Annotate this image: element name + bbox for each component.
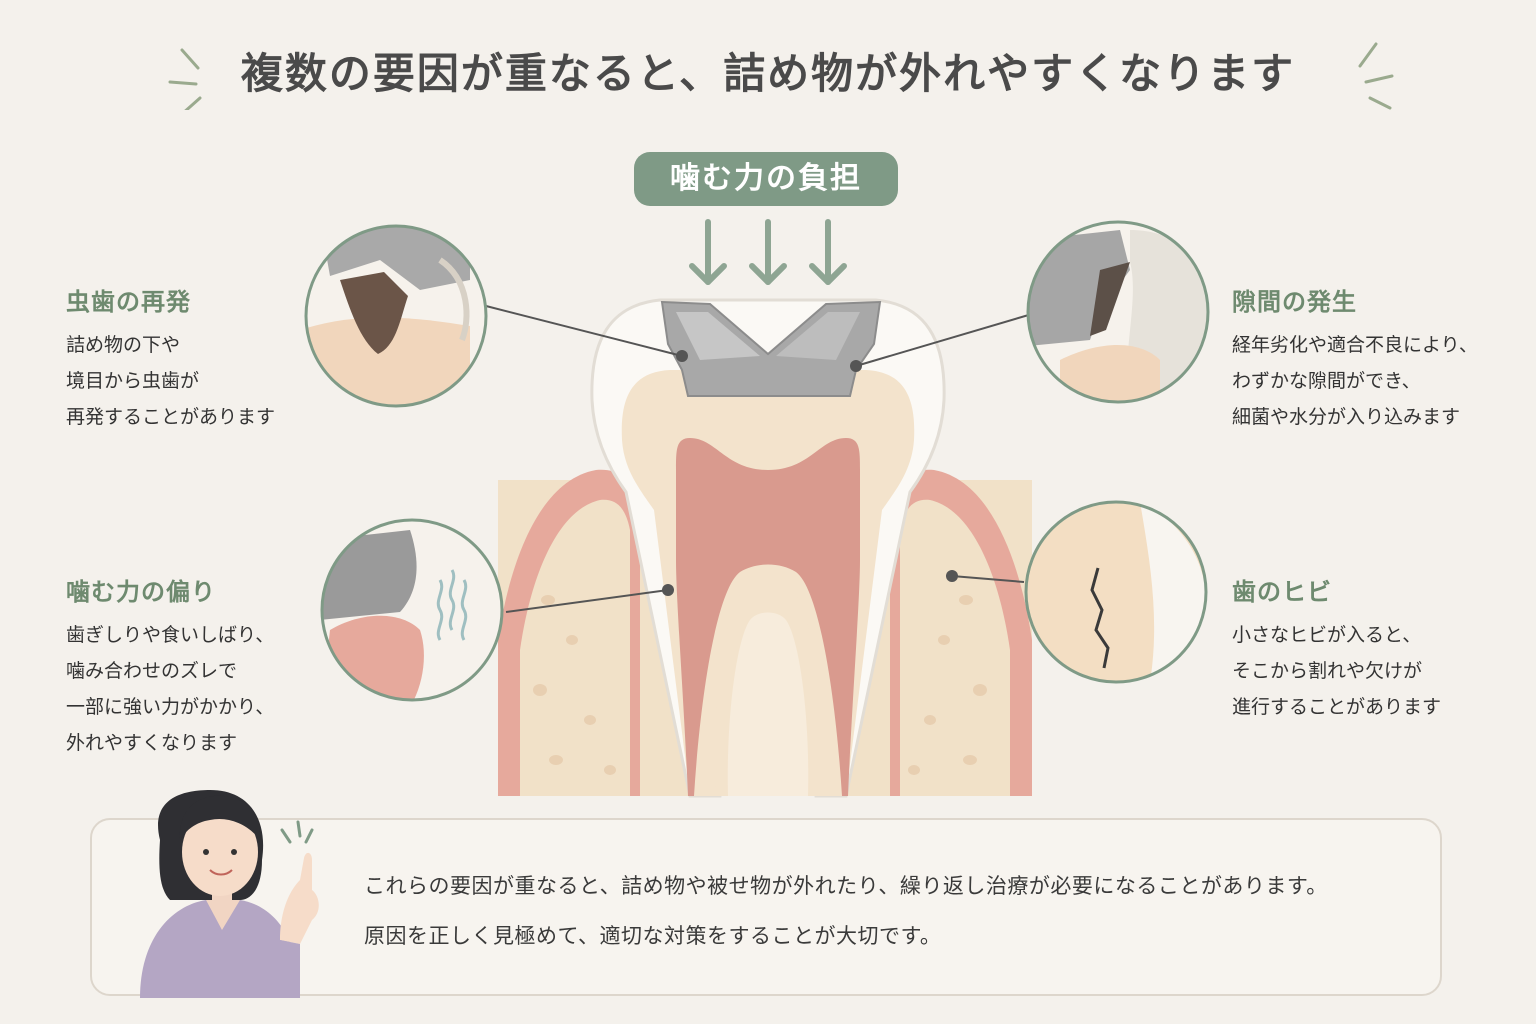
cause-line: 細菌や水分が入り込みます xyxy=(1232,406,1461,428)
cause-title: 歯のヒビ xyxy=(1232,578,1332,606)
pulp xyxy=(676,438,860,796)
note-line-2: 原因を正しく見極めて、適切な対策をすることが大切です。 xyxy=(364,924,942,948)
cause-line: 噛み合わせのズレで xyxy=(66,660,238,682)
cause-line: 経年劣化や適合不良により、 xyxy=(1232,334,1478,356)
force-label: 噛む力の負担 xyxy=(634,152,898,206)
summary-note: これらの要因が重なると、詰め物や被せ物が外れたり、繰り返し治療が必要になることが… xyxy=(90,818,1442,996)
cause-title: 虫歯の再発 xyxy=(66,288,191,316)
cause-line: 再発することがあります xyxy=(66,406,276,428)
note-line-1: これらの要因が重なると、詰め物や被せ物が外れたり、繰り返し治療が必要になることが… xyxy=(364,874,1328,898)
cause-title: 隙間の発生 xyxy=(1232,288,1357,316)
caries-closeup xyxy=(306,226,486,406)
cause-line: 一部に強い力がかかり、 xyxy=(66,696,275,718)
cause-caries: 虫歯の再発 詰め物の下や 境目から虫歯が 再発することがあります xyxy=(66,282,275,435)
bite-force-closeup xyxy=(322,520,502,700)
cause-line: 境目から虫歯が xyxy=(66,370,200,392)
cause-line: 詰め物の下や xyxy=(66,334,181,356)
cause-crack: 歯のヒビ 小さなヒビが入ると、 そこから割れや欠けが 進行することがあります xyxy=(1232,572,1441,725)
gap-closeup xyxy=(1028,222,1208,402)
sparkle-icon xyxy=(168,42,1394,110)
cause-title: 噛む力の偏り xyxy=(66,578,216,606)
cause-line: 外れやすくなります xyxy=(66,732,238,754)
page-title: 複数の要因が重なると、詰め物が外れやすくなります xyxy=(240,49,1296,98)
down-arrow-icon xyxy=(689,219,847,285)
cause-line: そこから割れや欠けが xyxy=(1232,660,1423,682)
cause-line: 小さなヒビが入ると、 xyxy=(1232,624,1422,646)
crack-closeup xyxy=(1026,502,1206,682)
cause-gap: 隙間の発生 経年劣化や適合不良により、 わずかな隙間ができ、 細菌や水分が入り込… xyxy=(1232,282,1478,435)
cause-line: 進行することがあります xyxy=(1232,696,1442,718)
cause-line: わずかな隙間ができ、 xyxy=(1232,370,1421,392)
cause-bite-force: 噛む力の偏り 歯ぎしりや食いしばり、 噛み合わせのズレで 一部に強い力がかかり、… xyxy=(66,572,274,761)
cause-line: 歯ぎしりや食いしばり、 xyxy=(66,624,275,646)
